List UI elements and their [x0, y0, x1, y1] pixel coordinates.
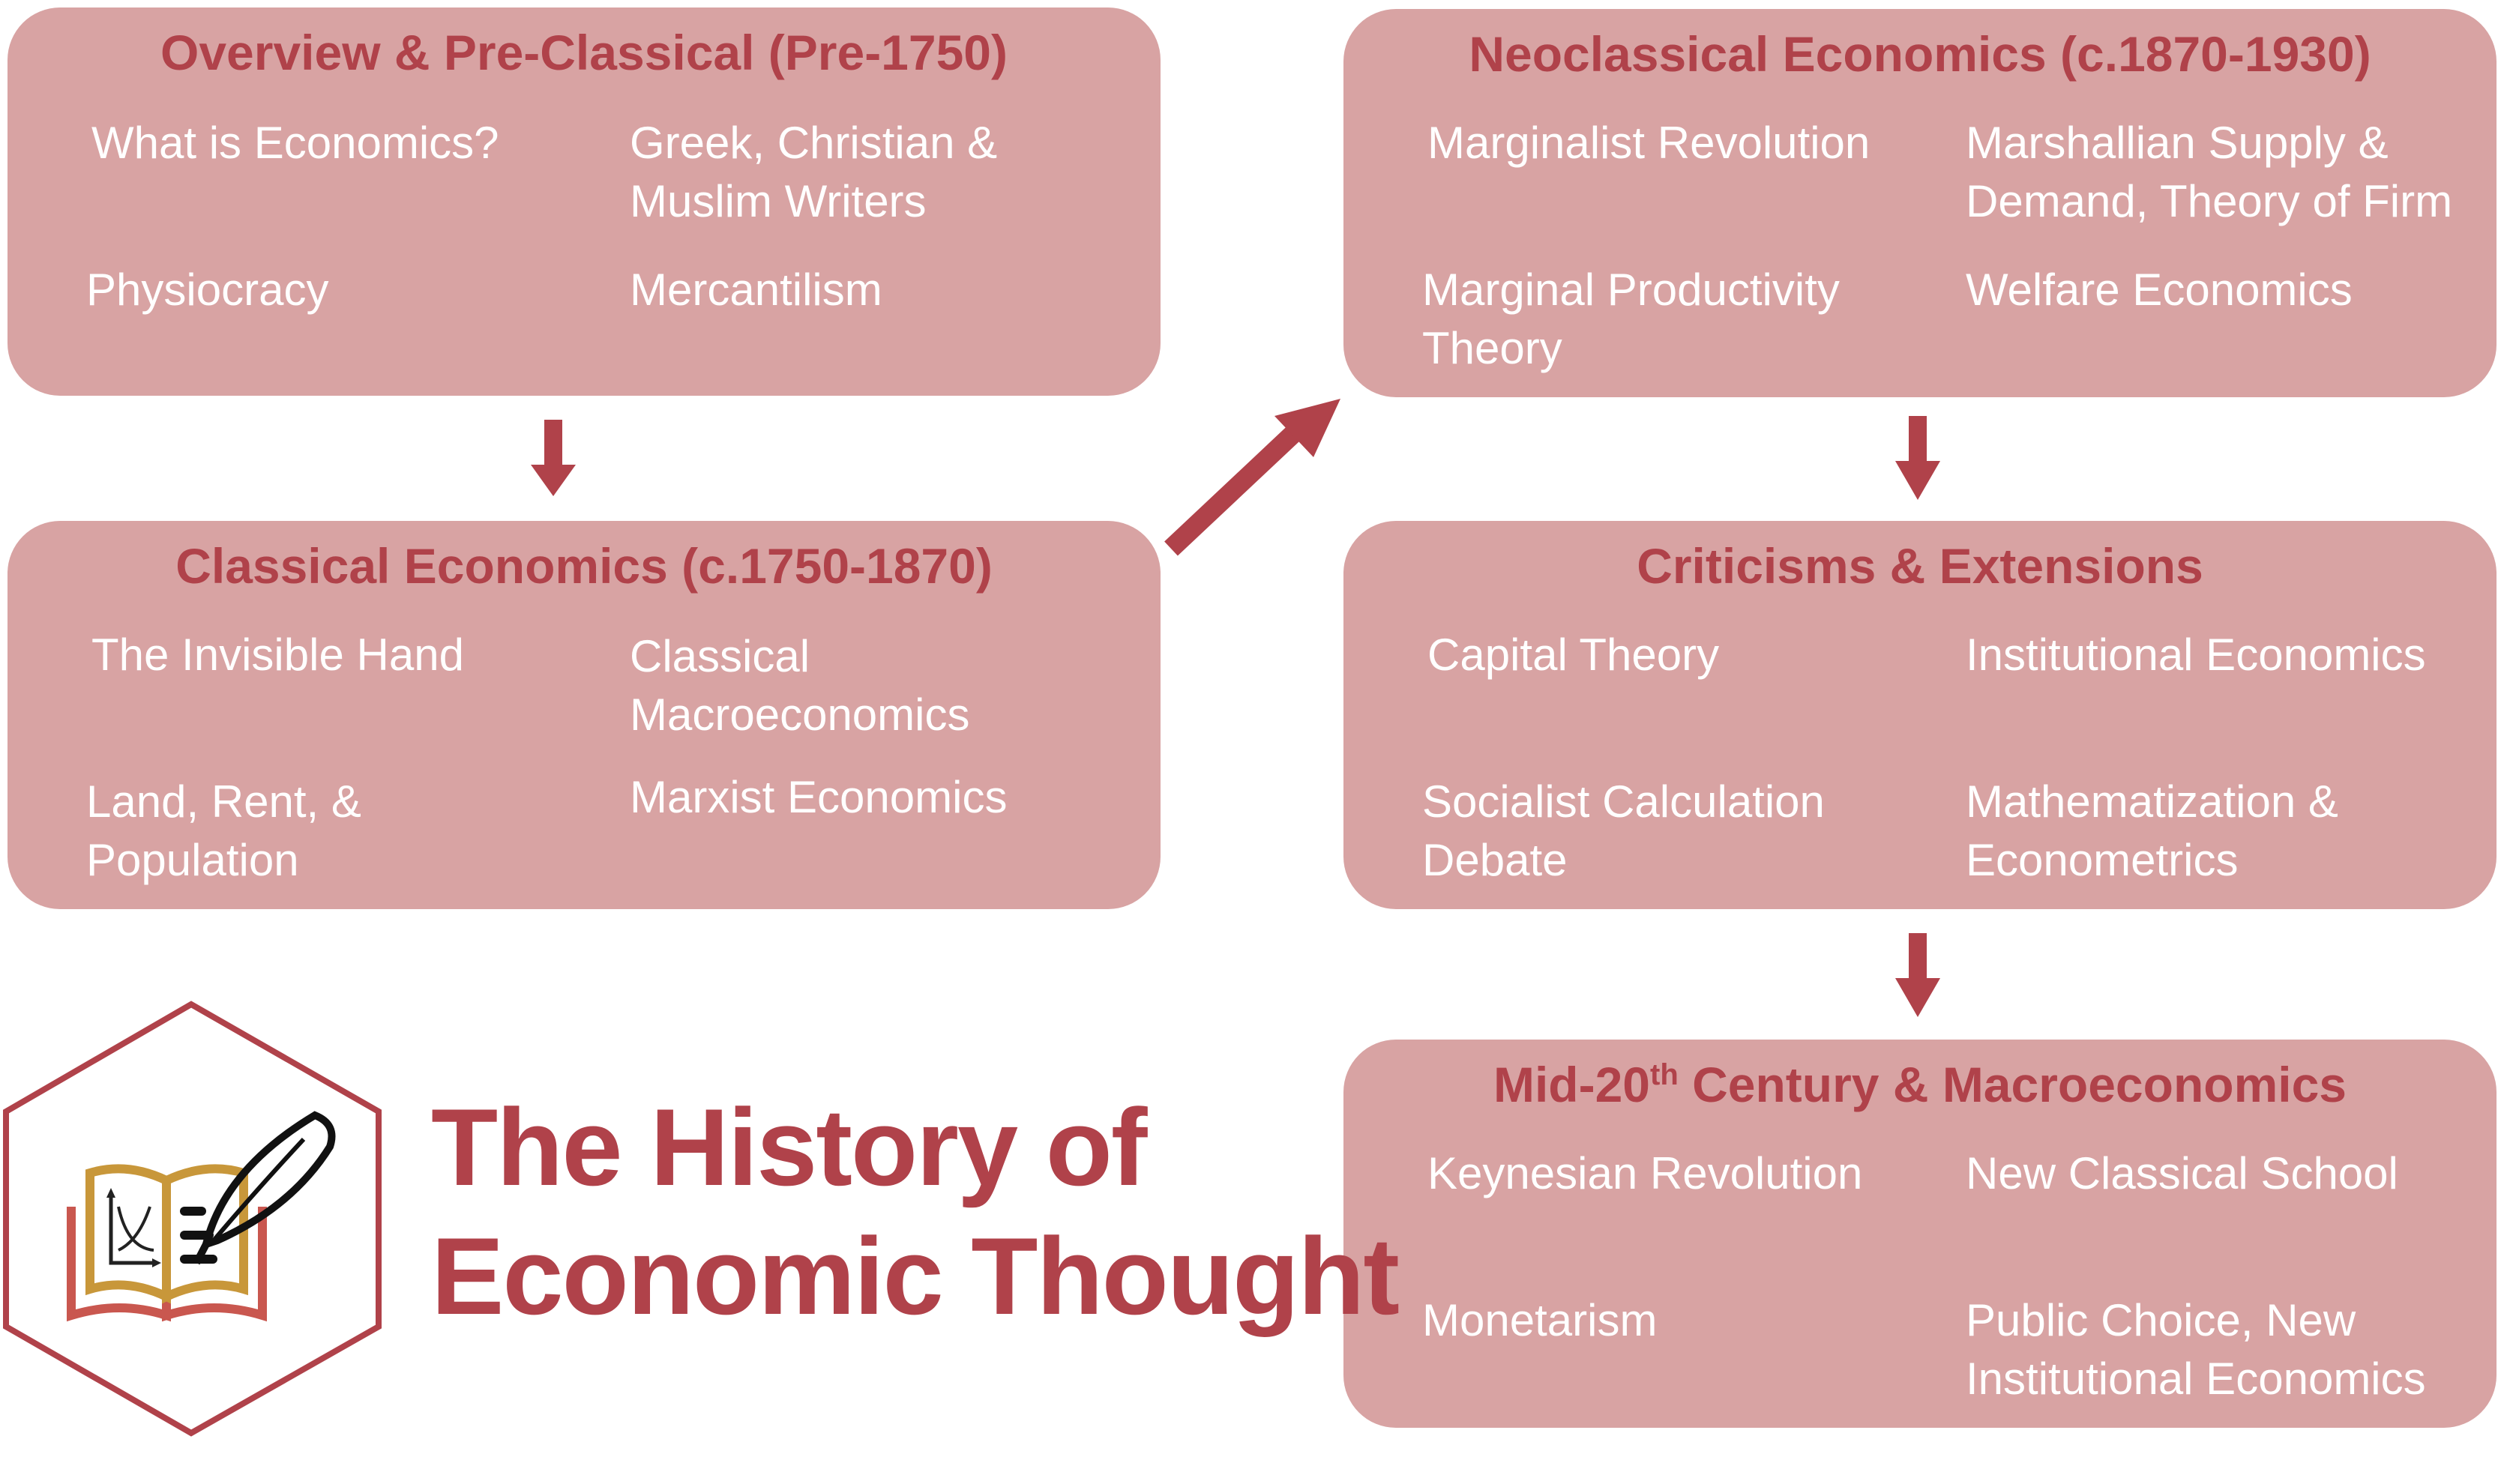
arrow-classical-to-neoclassical: [1164, 399, 1340, 556]
topic-item: Marxist Economics: [630, 772, 1008, 822]
topic-item: Public Choice, New Institutional Economi…: [1966, 1295, 2426, 1404]
arrow-criticisms-to-mid20th: [1895, 933, 1940, 1017]
topic-item: Mercantilism: [630, 265, 882, 315]
topic-item: Marshallian Supply & Demand, Theory of F…: [1966, 118, 2453, 226]
topic-item: Marginal Productivity Theory: [1422, 265, 1840, 373]
topic-item: Monetarism: [1422, 1295, 1658, 1345]
box-title: Mid-20th Century & Macroeconomics: [1343, 1056, 2497, 1113]
topic-item: Mathematization & Econometrics: [1966, 776, 2338, 885]
topic-item: Physiocracy: [86, 265, 329, 315]
topic-item: Socialist Calculation Debate: [1422, 776, 1825, 885]
book-quill-chart-icon: [67, 1111, 336, 1322]
box-title: Neoclassical Economics (c.1870-1930): [1469, 26, 2371, 82]
arrow-neoclassical-to-criticisms: [1895, 416, 1940, 500]
page-title: The History of Economic Thought: [431, 1086, 1400, 1337]
topic-item: Marginalist Revolution: [1427, 118, 1871, 168]
arrow-overview-to-classical: [531, 420, 576, 496]
overview-pre-classical-box: Overview & Pre-Classical (Pre-1750) What…: [7, 7, 1161, 396]
topic-item: Capital Theory: [1427, 630, 1720, 680]
topic-item: Greek, Christian & Muslim Writers: [630, 118, 998, 226]
logo-hexagon: [3, 1001, 382, 1437]
neoclassical-economics-box: Neoclassical Economics (c.1870-1930) Mar…: [1343, 9, 2497, 397]
topic-item: What is Economics?: [91, 118, 499, 168]
box-title-pre: Mid-20: [1493, 1057, 1651, 1112]
topic-item: Land, Rent, & Population: [86, 776, 361, 885]
topic-item: Classical Macroeconomics: [630, 631, 970, 740]
topic-item: New Classical School: [1966, 1148, 2398, 1198]
topic-item: Welfare Economics: [1966, 265, 2353, 315]
topic-item: Institutional Economics: [1966, 630, 2426, 680]
classical-economics-box: Classical Economics (c.1750-1870) The In…: [7, 521, 1161, 909]
box-title: Classical Economics (c.1750-1870): [175, 538, 993, 594]
box-title-post: Century & Macroeconomics: [1678, 1057, 2347, 1112]
box-title-superscript: th: [1650, 1058, 1679, 1091]
box-title: Criticisms & Extensions: [1637, 538, 2203, 594]
mid-20th-century-box: Mid-20th Century & Macroeconomics Keynes…: [1343, 1040, 2497, 1428]
box-title: Overview & Pre-Classical (Pre-1750): [160, 25, 1008, 80]
topic-item: The Invisible Hand: [91, 630, 464, 680]
criticisms-extensions-box: Criticisms & Extensions Capital Theory I…: [1343, 521, 2497, 909]
topic-item: Keynesian Revolution: [1427, 1148, 1863, 1198]
